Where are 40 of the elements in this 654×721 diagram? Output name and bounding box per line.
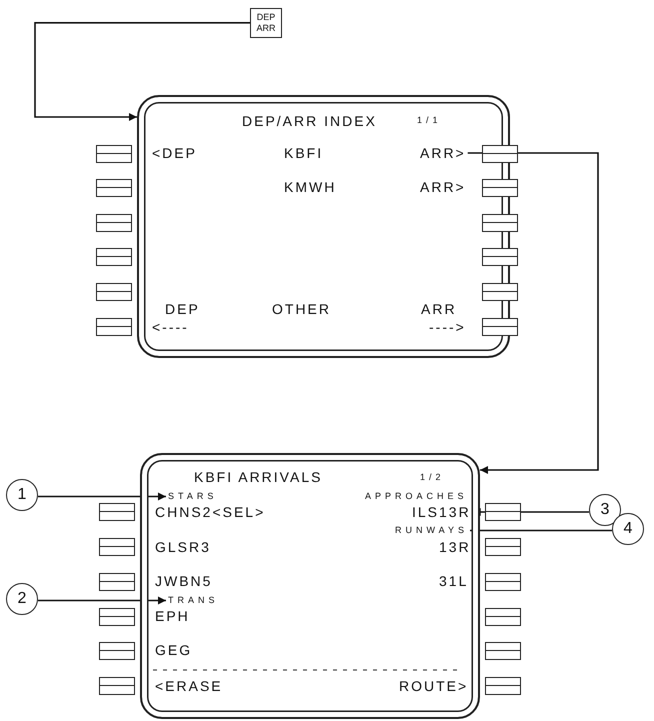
display-text: 31L <box>439 574 468 588</box>
display-text: DEP <box>165 302 200 316</box>
field-heading: STARS <box>168 492 218 501</box>
callout-number: 4 <box>612 513 644 545</box>
display-text: ILS13R <box>412 505 471 519</box>
function-key: DEP ARR <box>250 8 282 38</box>
display-text: 13R <box>439 540 471 554</box>
display-text: ARR> <box>420 146 466 160</box>
display-text: CHNS2<SEL> <box>155 505 266 519</box>
callout-number: 1 <box>6 479 38 511</box>
leader-line <box>470 526 612 534</box>
display-text: <DEP <box>152 146 197 160</box>
leader-line <box>38 492 166 500</box>
display-text: ARR> <box>420 180 466 194</box>
page-number: 1/1 <box>417 116 442 125</box>
leader-line <box>38 596 166 604</box>
screen-title: KBFI ARRIVALS <box>194 470 322 484</box>
screen-title: DEP/ARR INDEX <box>242 114 377 128</box>
page-number: 1/2 <box>420 473 445 482</box>
callout-number: 2 <box>6 583 38 615</box>
display-text: EPH <box>155 609 190 623</box>
display-text: ----> <box>429 320 466 334</box>
display-text: ROUTE> <box>399 679 468 693</box>
display-text: <---- <box>152 320 189 334</box>
display-text: GEG <box>155 643 192 657</box>
display-text: GLSR3 <box>155 540 211 554</box>
callout-number: 3 <box>589 494 621 526</box>
display-text: <ERASE <box>155 679 223 693</box>
field-heading: RUNWAYS <box>395 526 468 535</box>
display-text: JWBN5 <box>155 574 212 588</box>
display-text: KMWH <box>284 180 336 194</box>
field-heading: APPROACHES <box>365 492 468 501</box>
display-text: OTHER <box>272 302 331 316</box>
display-text: ARR <box>421 302 457 316</box>
arrow <box>34 22 250 121</box>
display-screen <box>140 453 480 719</box>
display-text: KBFI <box>284 146 324 160</box>
display-screen <box>137 95 510 358</box>
arrow <box>468 152 599 474</box>
field-heading: TRANS <box>168 596 219 605</box>
